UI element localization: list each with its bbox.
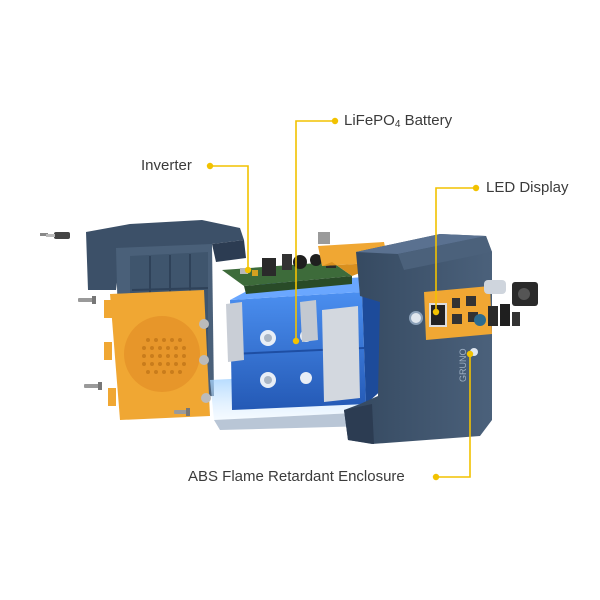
battery-label-tail: Battery — [400, 112, 453, 129]
battery-label-sub: 4 — [394, 119, 401, 130]
dot-display-end — [472, 184, 480, 192]
dot-display-target — [432, 308, 440, 316]
inverter-board — [222, 254, 352, 294]
dot-battery-end — [331, 117, 339, 125]
side-panel-orange — [104, 290, 211, 420]
dot-inverter-end — [206, 162, 214, 170]
leader-battery — [295, 120, 335, 341]
leader-inverter — [210, 165, 249, 270]
output-connectors — [474, 280, 538, 326]
callout-leaders — [210, 120, 476, 478]
battery-tray-edge — [214, 412, 374, 430]
leader-display — [435, 187, 476, 312]
battery-label-main: LiFePO — [344, 112, 395, 129]
callout-inverter-label: Inverter — [141, 157, 192, 174]
callout-enclosure-label: ABS Flame Retardant Enclosure — [188, 468, 405, 485]
callout-display-label: LED Display — [486, 179, 569, 196]
battery-pack — [226, 276, 384, 410]
loose-screws — [78, 296, 190, 416]
callout-dots — [206, 117, 480, 481]
dot-battery-target — [292, 337, 300, 345]
screw-parts-top — [40, 232, 70, 239]
front-enclosure: GRUNO — [344, 234, 492, 444]
dot-inverter-target — [244, 266, 252, 274]
dot-enclosure-end — [432, 473, 440, 481]
callout-battery-label: LiFePO4 Battery — [344, 112, 452, 134]
leader-enclosure — [436, 354, 471, 478]
brand-mark: GRUNO — [458, 349, 468, 383]
dot-enclosure-target — [466, 350, 474, 358]
led-display-panel — [409, 286, 492, 356]
